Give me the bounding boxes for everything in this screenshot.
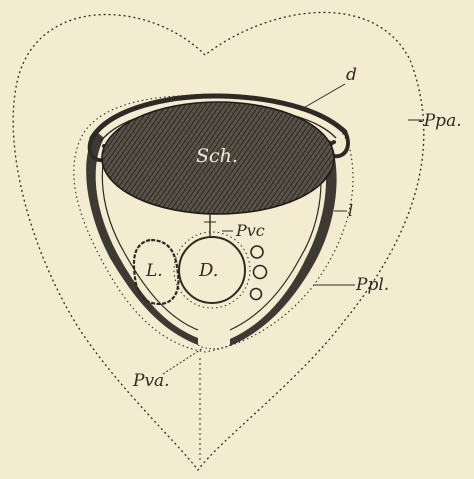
label-pvc: Pvc (235, 221, 265, 240)
small-body-3 (251, 289, 262, 300)
label-pva: Pva. (132, 371, 170, 391)
label-ppl: Ppl. (355, 275, 389, 295)
ventral-dotted-connection (198, 345, 230, 349)
leader-d (300, 84, 345, 110)
label-L: L. (145, 261, 163, 281)
label-D: D. (198, 260, 219, 281)
small-body-2 (254, 266, 267, 279)
label-ppa: -Ppa. (418, 111, 462, 131)
small-body-1 (251, 246, 263, 258)
outer-boundary-ppa (13, 12, 424, 470)
label-d: d (346, 65, 357, 85)
label-sch: Sch. (196, 145, 238, 167)
label-l-lower: l (348, 201, 353, 220)
